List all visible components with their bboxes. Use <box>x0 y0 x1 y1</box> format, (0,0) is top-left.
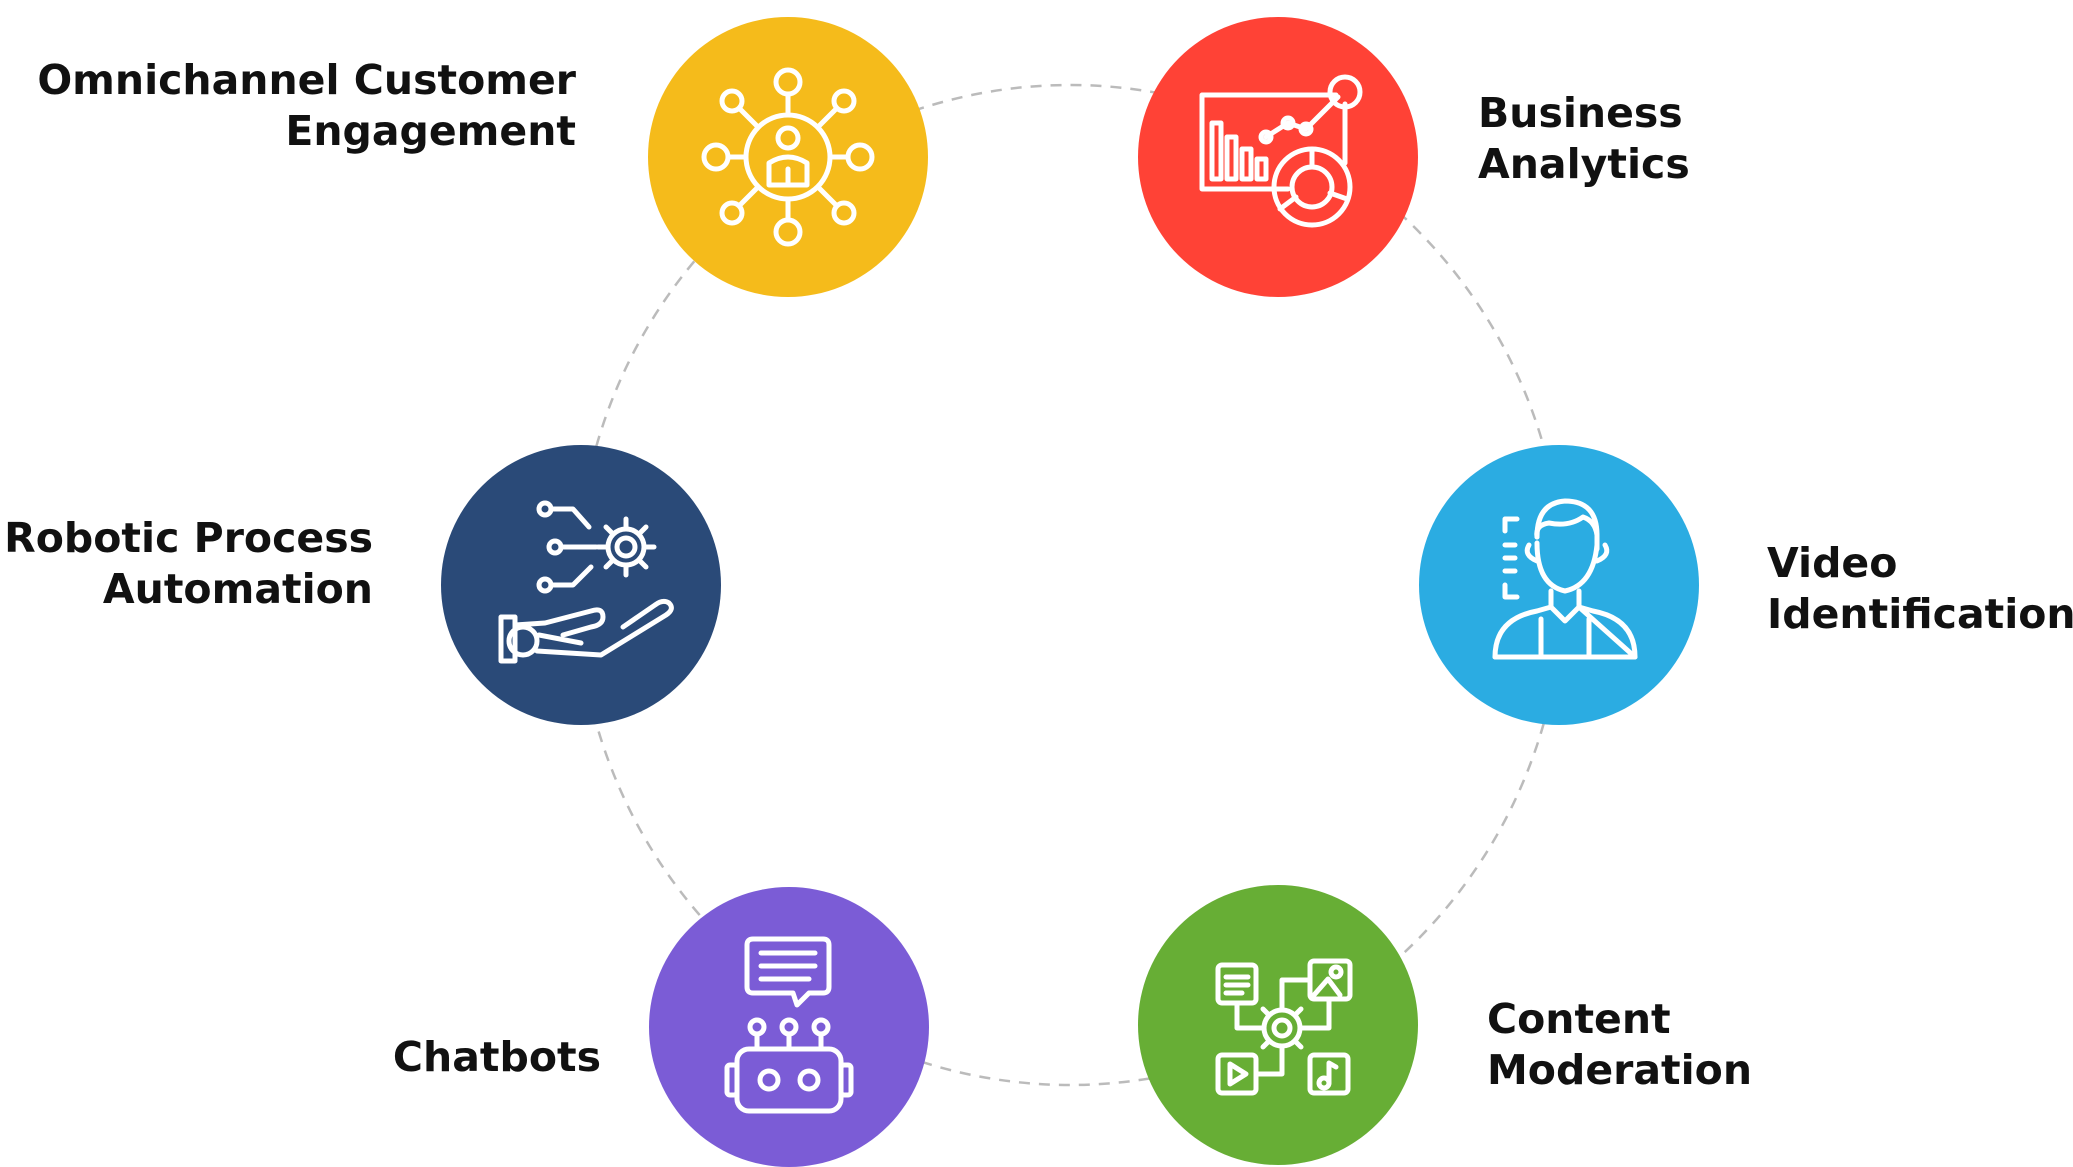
label-line: Omnichannel Customer <box>37 56 576 104</box>
label-line: Robotic Process <box>4 514 373 562</box>
label-line: Business <box>1478 89 1683 137</box>
label-line: Identification <box>1767 590 2073 638</box>
label-content-moderation: Content Moderation <box>1487 994 1752 1096</box>
robotic-hand-gear-icon <box>441 445 721 725</box>
label-line: Moderation <box>1487 1046 1753 1094</box>
label-omnichannel: Omnichannel Customer Engagement <box>37 55 576 157</box>
analytics-dashboard-icon <box>1138 17 1418 297</box>
label-line: Chatbots <box>392 1033 601 1081</box>
node-video-identification <box>1419 445 1699 725</box>
node-content-moderation <box>1138 885 1418 1165</box>
label-line: Engagement <box>285 107 576 155</box>
label-line: Video <box>1767 539 1898 587</box>
node-chatbots <box>649 887 929 1167</box>
face-scan-icon <box>1419 445 1699 725</box>
node-business-analytics <box>1138 17 1418 297</box>
chatbot-icon <box>649 887 929 1167</box>
media-gear-icon <box>1138 885 1418 1165</box>
label-robotic-process-automation: Robotic Process Automation <box>4 513 373 615</box>
label-video-identification: Video Identification <box>1767 538 2073 640</box>
label-business-analytics: Business Analytics <box>1478 88 1690 190</box>
people-network-icon <box>648 17 928 297</box>
label-line: Automation <box>102 565 373 613</box>
label-chatbots: Chatbots <box>393 1032 601 1083</box>
label-line: Content <box>1487 995 1671 1043</box>
node-robotic-process-automation <box>441 445 721 725</box>
node-omnichannel <box>648 17 928 297</box>
label-line: Analytics <box>1478 140 1690 188</box>
